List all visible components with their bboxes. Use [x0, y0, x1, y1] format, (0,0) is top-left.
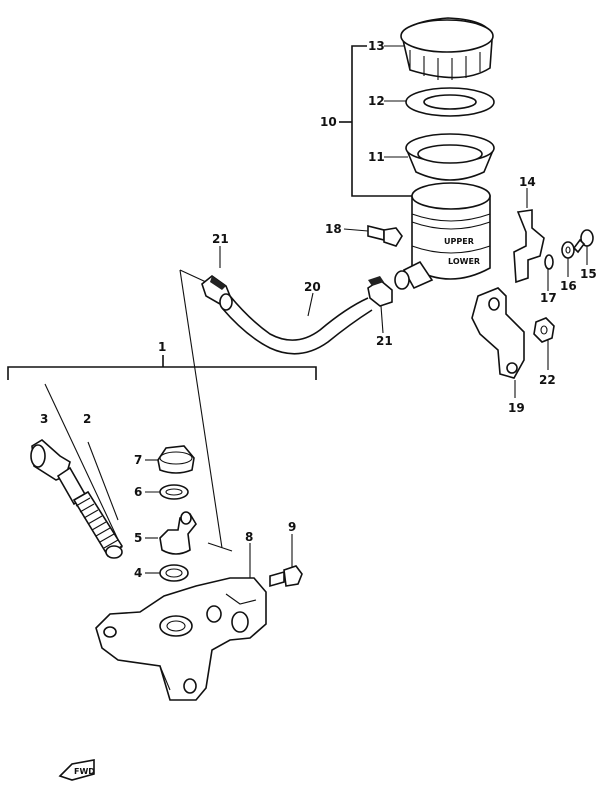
- hose-clamp-21-right: [367, 276, 393, 307]
- o-ring-4: [159, 564, 189, 582]
- reservoir-upper-mark: UPPER: [444, 237, 474, 246]
- washer-17: [544, 254, 554, 270]
- label-part-12: 12: [368, 94, 385, 108]
- bracket-19: [471, 287, 525, 379]
- master-cylinder-body-8: [95, 577, 267, 701]
- leader-lines: [44, 45, 588, 578]
- spring-2: [72, 490, 124, 559]
- label-part-1: 1: [158, 340, 166, 354]
- part-labels: 1 2 3 4 5 6 7 8 9 10 11 12 13 14 15 16 1…: [40, 39, 597, 580]
- reservoir-cap-13: [400, 17, 494, 80]
- label-part-14: 14: [519, 175, 536, 189]
- label-part-5: 5: [134, 531, 142, 545]
- front-arrow-label: FWD: [74, 767, 95, 776]
- label-part-21-left: 21: [212, 232, 229, 246]
- assembly-1-bracket: [7, 355, 317, 380]
- bolt-9: [269, 565, 303, 588]
- label-part-4: 4: [134, 566, 142, 580]
- assembly-10-bracket: [339, 45, 412, 197]
- boot-7: [157, 445, 195, 474]
- label-part-10: 10: [320, 115, 337, 129]
- clamp-14: [513, 209, 545, 284]
- label-part-20: 20: [304, 280, 321, 294]
- nut-22: [533, 317, 555, 343]
- label-part-16: 16: [560, 279, 577, 293]
- label-part-9: 9: [288, 520, 296, 534]
- label-part-21-right: 21: [376, 334, 393, 348]
- label-part-11: 11: [368, 150, 385, 164]
- label-part-15: 15: [580, 267, 597, 281]
- washer-16: [561, 241, 575, 259]
- label-part-19: 19: [508, 401, 525, 415]
- label-part-7: 7: [134, 453, 142, 467]
- label-part-22: 22: [539, 373, 556, 387]
- label-part-8: 8: [245, 530, 253, 544]
- hose-20: [219, 293, 373, 355]
- label-part-6: 6: [134, 485, 142, 499]
- label-part-3: 3: [40, 412, 48, 426]
- o-ring-6: [159, 484, 189, 500]
- reservoir-plate-12: [405, 87, 495, 117]
- label-part-18: 18: [325, 222, 342, 236]
- label-part-2: 2: [83, 412, 91, 426]
- connector-5: [159, 511, 197, 555]
- label-part-17: 17: [540, 291, 557, 305]
- screw-15: [572, 229, 594, 254]
- reservoir-diaphragm-11: [405, 133, 495, 181]
- label-part-13: 13: [368, 39, 385, 53]
- bolt-18: [367, 224, 403, 247]
- piston-kit-3: [30, 439, 88, 506]
- front-arrow-icon: FWD: [58, 759, 95, 781]
- reservoir-lower-mark: LOWER: [448, 257, 480, 266]
- reservoir-tank-10: UPPER LOWER: [394, 182, 491, 290]
